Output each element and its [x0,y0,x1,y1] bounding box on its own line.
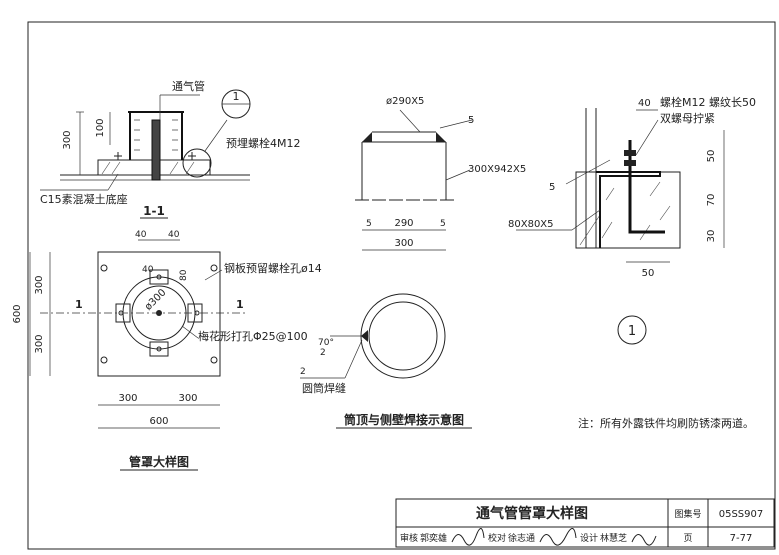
plan-view: 1 1 40 40 40 80 ø300 300 300 600 钢板预留螺栓孔… [12,230,322,471]
reviewer-signature [451,528,485,546]
drawing-title: 通气管管罩大样图 [476,505,588,522]
dim-5-left: 5 [366,219,372,229]
dim-290: 290 [394,218,413,229]
cut-mark-left: 1 [75,298,83,311]
dim-600-bottom: 600 [149,416,168,427]
sheet-frame [27,21,776,550]
check-label: 校对 [488,532,506,544]
angle-steel-label: 80X80X5 [508,219,554,230]
dim-300-bottom: 300 [34,334,45,353]
cut-mark-right: 1 [236,298,244,311]
detail-ref-label: 1 [233,90,240,103]
weld-gap: 2 [300,367,306,377]
designer-name: 林慧芝 [600,532,627,544]
bolt-hole-label: 钢板预留螺栓孔ø14 [224,261,322,275]
reviewer-name: 郭奕雄 [420,532,447,544]
review-label: 审核 [400,532,418,544]
dim-40-detail: 40 [638,98,651,109]
weld-size-top: 5 [468,115,474,126]
concrete-base-label: C15素混凝土底座 [40,192,128,206]
detail-number: 1 [628,324,636,339]
weld-size-detail: 5 [549,182,555,193]
dim-300-weld: 300 [394,238,413,249]
weld-view: ø290X5 5 300X942X5 5 290 5 300 70° 2 2 圆… [300,96,526,429]
page-label: 页 [683,533,692,544]
design-label: 设计 [580,532,598,544]
dim-300-b1: 300 [118,393,137,404]
section-1-1-view: 1 通气管 预埋螺栓4M12 C15素混凝土底座 300 100 1-1 [40,79,301,219]
checker-name: 徐志通 [508,532,535,544]
perforation-label: 梅花形打孔Φ25@100 [198,329,308,343]
dim-70: 70 [706,194,717,207]
bolt-spec-label: 螺栓M12 螺纹长50 [660,95,756,109]
atlas-label: 图集号 [674,508,701,520]
checker-signature [539,528,577,546]
dim-phi300: ø300 [143,287,169,313]
dim-300-vertical: 300 [62,130,73,149]
detail-1-view: 40 螺栓M12 螺纹长50 双螺母拧紧 5 80X80X5 50 70 30 … [508,95,756,345]
seam-label: 圆筒焊缝 [302,381,346,395]
plan-title: 管罩大样图 [129,454,189,469]
atlas-number: 05SS907 [719,509,764,520]
weld-gap-top: 2 [320,348,326,358]
designer-signature [631,534,657,546]
dim-40-side: 40 [142,265,154,275]
dim-600-left: 600 [12,304,23,323]
side-plate-label: 300X942X5 [468,164,526,175]
dim-80: 80 [179,269,189,281]
dim-50-right: 50 [706,150,717,163]
dim-100-vertical: 100 [95,118,106,137]
double-nut-label: 双螺母拧紧 [660,111,715,125]
page-number: 7-77 [730,533,753,544]
dim-40-right: 40 [168,230,180,240]
dim-40-left: 40 [135,230,147,240]
embedded-bolt-label: 预埋螺栓4M12 [226,136,301,150]
weld-angle: 70° [318,338,334,348]
general-note: 注：所有外露铁件均刷防锈漆两道。 [578,416,754,430]
top-plate-label: ø290X5 [386,96,424,107]
dim-30: 30 [706,230,717,243]
dim-300-b2: 300 [178,393,197,404]
section-title: 1-1 [143,204,165,218]
weld-title: 筒顶与侧壁焊接示意图 [344,412,464,427]
dim-50-bottom: 50 [642,268,655,279]
title-block: 通气管管罩大样图 图集号 05SS907 审核 郭奕雄 校对 徐志通 设计 林慧… [395,498,775,548]
vent-pipe-label: 通气管 [172,79,205,93]
dim-5-right: 5 [440,219,446,229]
dim-300-top: 300 [34,275,45,294]
